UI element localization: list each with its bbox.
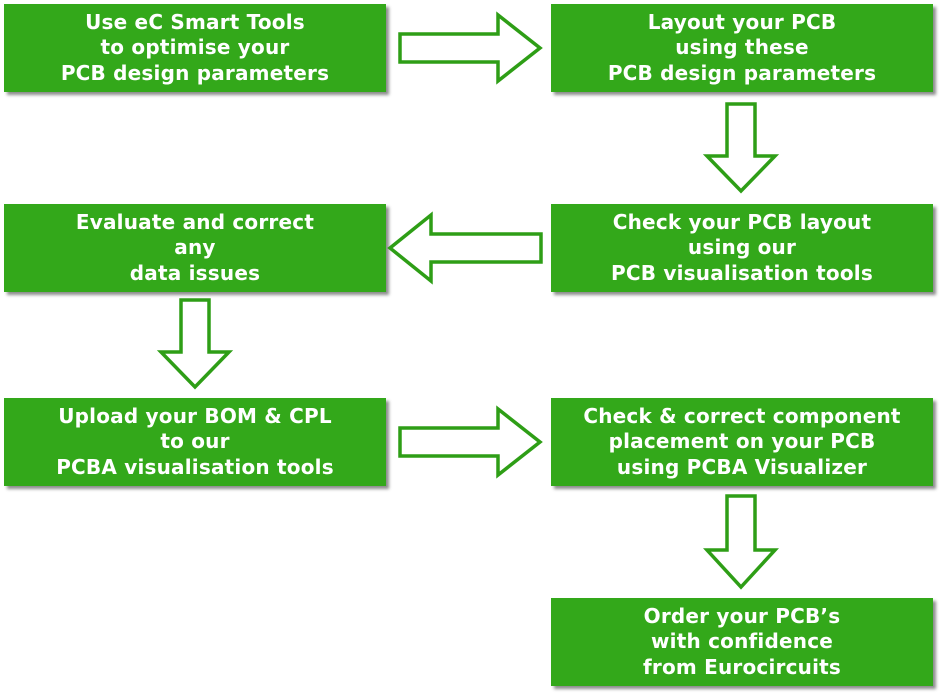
step-4-line-1: Evaluate and correct [75,209,315,234]
step-3-line-2: using our [687,235,797,260]
step-text-3: Check your PCB layout using our PCB visu… [611,210,873,287]
step-2-line-3: PCB design parameters [607,60,877,85]
step-box-2: Layout your PCB using these PCB design p… [551,4,933,92]
step-text-5: Upload your BOM & CPL to our PCBA visual… [56,404,334,481]
step-6-line-3: using PCBA Visualizer [616,454,868,479]
step-text-2: Layout your PCB using these PCB design p… [608,10,876,87]
arrow-down-icon-2 [156,298,234,390]
step-text-4: Evaluate and correct any data issues [76,210,314,287]
step-text-1: Use eC Smart Tools to optimise your PCB … [61,10,329,87]
step-7-line-2: with confidence [650,629,834,654]
step-1-line-3: PCB design parameters [60,60,330,85]
step-6-line-2: placement on your PCB [608,429,876,454]
step-5-line-2: to our [160,429,230,454]
step-box-3: Check your PCB layout using our PCB visu… [551,204,933,292]
arrow-right-icon-1 [398,11,543,85]
arrow-down-icon-3 [703,494,779,590]
step-6-line-1: Check & correct component [583,403,901,428]
step-text-7: Order your PCB’s with confidence from Eu… [643,604,841,681]
step-box-5: Upload your BOM & CPL to our PCBA visual… [4,398,386,486]
step-7-line-1: Order your PCB’s [643,603,841,628]
step-2-line-2: using these [675,35,809,60]
step-box-7: Order your PCB’s with confidence from Eu… [551,598,933,686]
step-5-line-1: Upload your BOM & CPL [58,403,332,428]
arrow-right-icon-2 [398,405,543,479]
step-4-line-3: data issues [129,260,261,285]
step-box-4: Evaluate and correct any data issues [4,204,386,292]
step-3-line-1: Check your PCB layout [612,209,872,234]
step-4-line-2: any [174,235,216,260]
step-5-line-3: PCBA visualisation tools [56,454,334,479]
step-box-1: Use eC Smart Tools to optimise your PCB … [4,4,386,92]
step-1-line-1: Use eC Smart Tools [85,9,305,34]
step-3-line-3: PCB visualisation tools [611,260,873,285]
step-text-6: Check & correct component placement on y… [583,404,900,481]
step-1-line-2: to optimise your [100,35,290,60]
arrow-down-icon-1 [702,102,780,194]
step-2-line-1: Layout your PCB [647,9,837,34]
arrow-left-icon-1 [387,211,543,285]
step-box-6: Check & correct component placement on y… [551,398,933,486]
step-7-line-3: from Eurocircuits [643,654,841,679]
